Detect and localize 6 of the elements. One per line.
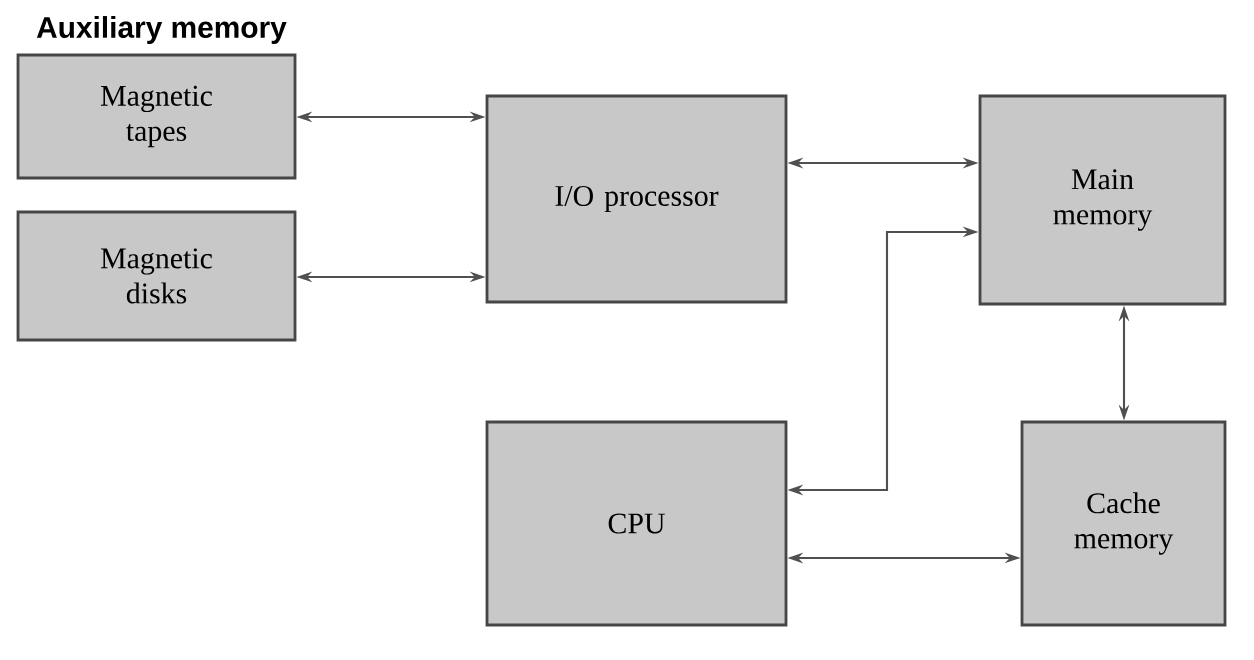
memory-box: Magnetic tapes [16,53,297,180]
memory-box: Cache memory [1020,420,1227,627]
memory-box: Main memory [978,94,1227,306]
memory-box: Magnetic disks [16,210,297,342]
memory-box: I/O processor [485,94,788,304]
memory-box: CPU [485,420,788,627]
